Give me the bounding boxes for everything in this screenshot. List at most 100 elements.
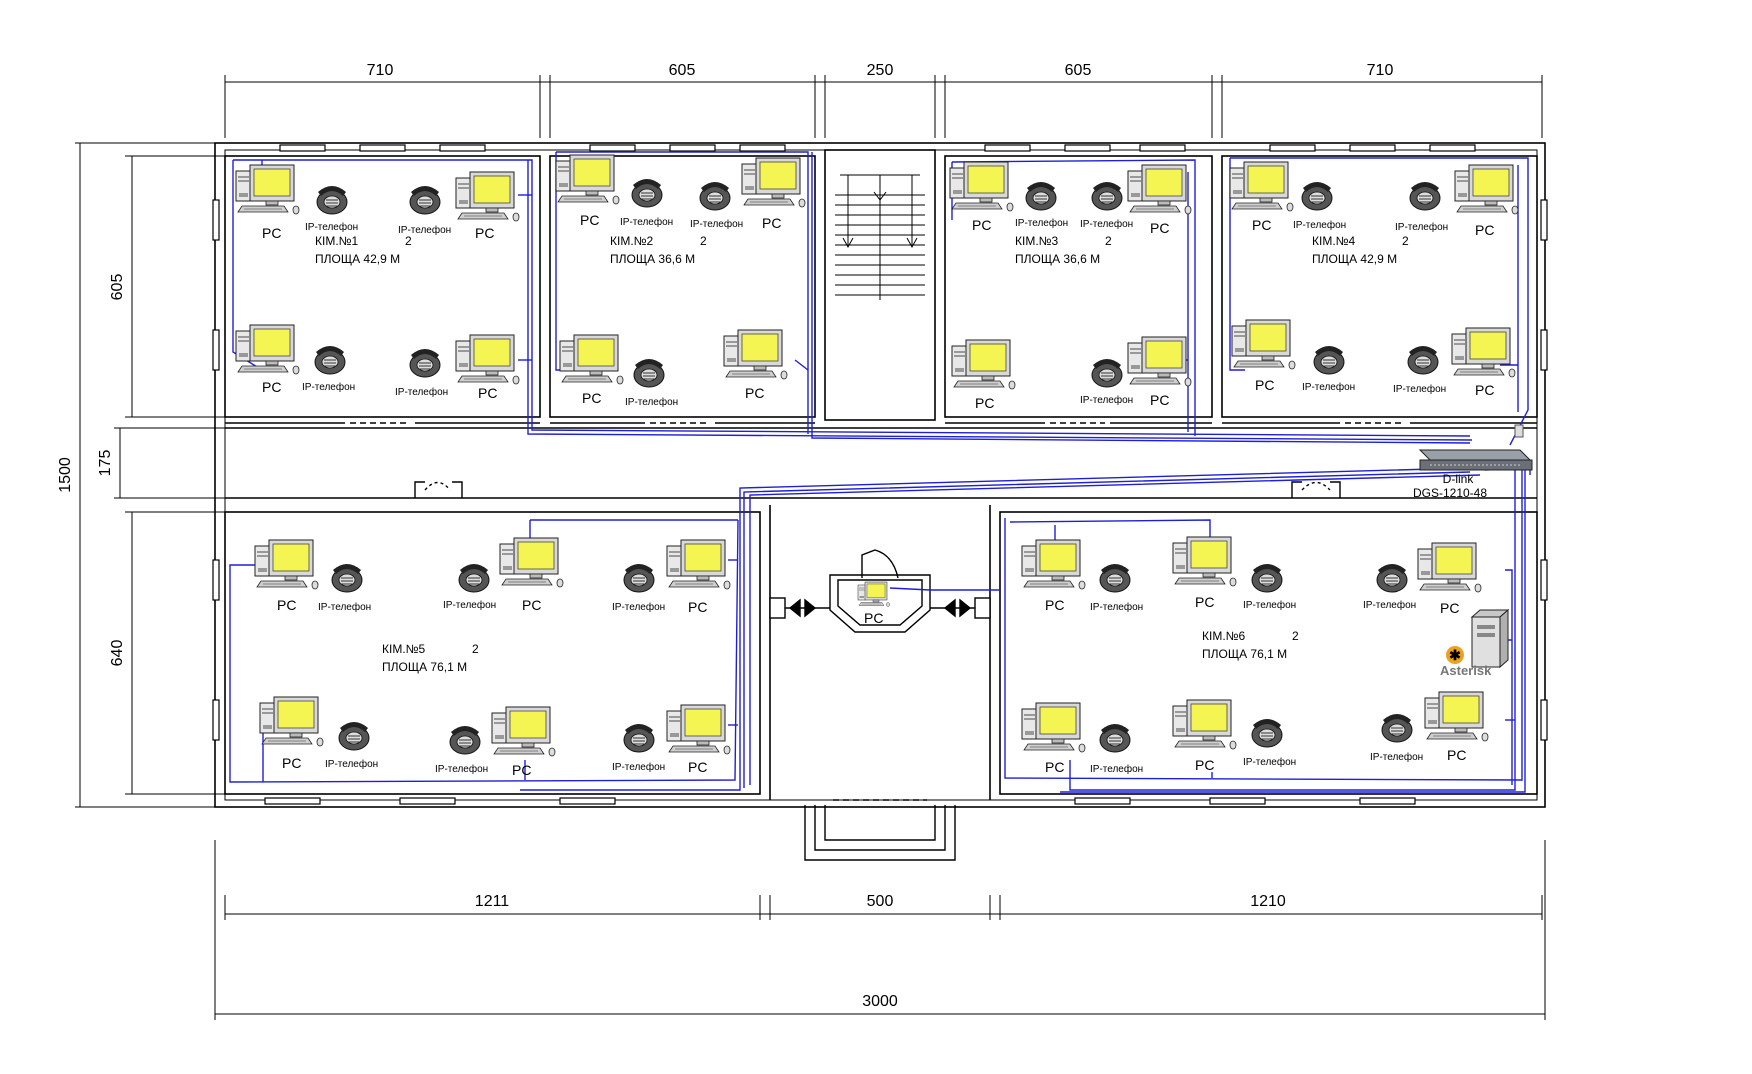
pc-icon [723,329,788,380]
ip-phone-icon [1091,358,1123,388]
ip-phone-label: IP-телефон [1015,217,1068,229]
pc-label: PC [762,215,781,231]
pc-icon [235,324,300,375]
room-name-label: КІМ.№5 [382,642,426,656]
room-area-label: ПЛОЩА 76,1 М [1202,647,1287,661]
pc-icon [491,706,556,757]
pc-label: PC [262,225,281,241]
room-area-label: ПЛОЩА 42,9 М [315,252,400,266]
room-name-label: КІМ.№2 [610,234,654,248]
dim-bottom-1: 1211 [475,893,510,910]
dim-bottom-2: 500 [867,893,894,910]
dim-top-2: 605 [669,62,696,79]
pc-label: PC [864,610,883,626]
dim-left-corridor: 175 [97,450,114,477]
pc-icon [1172,536,1237,587]
ip-phone-label: IP-телефон [612,761,665,773]
ip-phone-icon [1251,718,1283,748]
room-area-unit-superscript: 2 [1292,629,1299,643]
pc-label: PC [1045,759,1064,775]
ip-phone-icon [316,185,348,215]
pc-label: PC [277,597,296,613]
pc-label: PC [478,385,497,401]
dim-top-3: 250 [867,62,894,79]
pc-label: PC [1150,392,1169,408]
pc-icon [951,339,1016,390]
ip-phone-label: IP-телефон [612,601,665,613]
ip-phone-icon [699,181,731,211]
pc-label: PC [1255,377,1274,393]
pc-label: PC [282,755,301,771]
dim-top-4: 605 [1065,62,1092,79]
ip-phone-label: IP-телефон [435,763,488,775]
pc-label: PC [1195,594,1214,610]
pc-icon [1451,327,1516,378]
ip-phone-label: IP-телефон [395,386,448,398]
pc-label: PC [1195,757,1214,773]
pc-icon [1229,161,1294,212]
pc-icon [455,334,520,385]
pc-label: PC [688,599,707,615]
network-switch: D-link DGS-1210-48 [1413,424,1533,500]
pc-icon [555,154,620,205]
ip-phone-icon [449,725,481,755]
pc-icon [1021,702,1086,753]
pc-label: PC [582,390,601,406]
pc-icon [499,537,564,588]
ip-phone-label: IP-телефон [1080,218,1133,230]
ip-phone-icon [1409,181,1441,211]
ip-phone-label: IP-телефон [443,599,496,611]
dim-total-width: 3000 [862,993,898,1010]
ip-phone-label: IP-телефон [625,396,678,408]
ip-phone-icon [1407,345,1439,375]
pc-icon [235,164,300,215]
ip-phone-label: IP-телефон [1393,383,1446,395]
ip-phone-label: IP-телефон [325,758,378,770]
ip-phone-label: IP-телефон [305,221,358,233]
ip-phone-label: IP-телефон [1293,219,1346,231]
ip-phone-icon [1381,713,1413,743]
ip-phone-icon [331,563,363,593]
ip-phone-icon [1099,723,1131,753]
ip-phone-label: IP-телефон [398,224,451,236]
ip-phone-icon [314,345,346,375]
ip-phone-icon [1251,563,1283,593]
room-area-unit-superscript: 2 [700,234,707,248]
ip-phone-icon [1313,345,1345,375]
pc-label: PC [1475,382,1494,398]
pc-icon [1172,699,1237,750]
pc-icon [455,171,520,222]
room-name-label: КІМ.№6 [1202,629,1246,643]
ip-phone-label: IP-телефон [1363,599,1416,611]
ip-phone-icon [1376,563,1408,593]
ip-phone-label: IP-телефон [1090,601,1143,613]
pc-icon [1231,319,1296,370]
ip-phone-label: IP-телефон [690,218,743,230]
asterisk-server: ✱ Asterisk [1440,608,1510,678]
pc-label: PC [1045,597,1064,613]
pc-icon [1021,539,1086,590]
ip-phone-icon [623,723,655,753]
pc-icon [1454,164,1519,215]
pc-icon [1127,336,1192,387]
ip-phone-label: IP-телефон [302,381,355,393]
ip-phone-icon [631,178,663,208]
ip-phone-label: IP-телефон [1080,394,1133,406]
room-area-unit-superscript: 2 [405,234,412,248]
dim-top-1: 710 [367,62,394,79]
dim-total-height: 1500 [57,457,74,493]
dim-left-lower: 640 [109,640,126,667]
ip-phone-icon [338,721,370,751]
switch-model-label: DGS-1210-48 [1413,486,1487,500]
pc-icon [254,539,319,590]
pc-icon [1424,691,1489,742]
ip-phone-icon [1091,181,1123,211]
pc-icon [949,161,1014,212]
ip-phone-icon [458,563,490,593]
room-area-unit-superscript: 2 [1105,234,1112,248]
room-area-label: ПЛОЩА 36,6 М [1015,252,1100,266]
pc-label: PC [1252,217,1271,233]
pc-icon [666,704,731,755]
ip-phone-icon [1099,563,1131,593]
